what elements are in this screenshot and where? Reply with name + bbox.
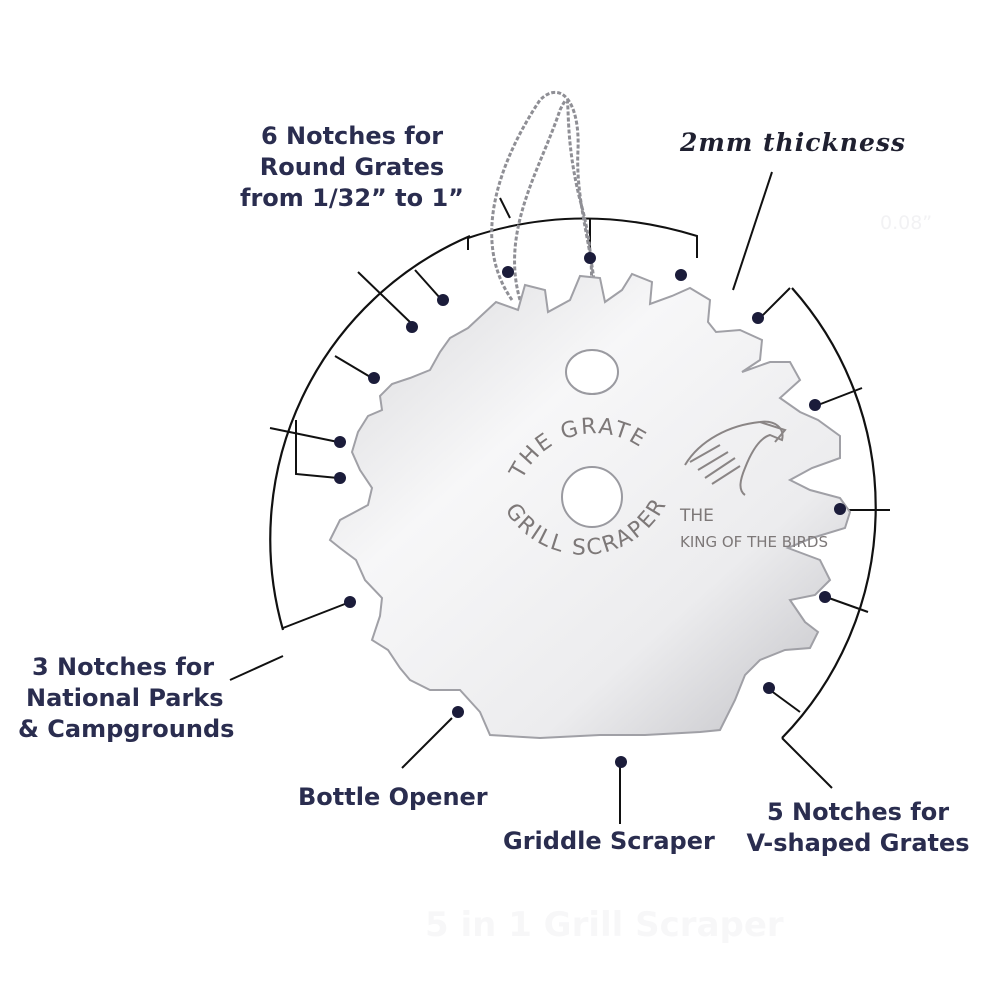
label-v-grates: 5 Notches for V-shaped Grates xyxy=(738,797,978,859)
eagle-head-icon xyxy=(684,420,787,496)
brand-line-1: THE xyxy=(679,506,714,526)
label-thickness: 2mm thickness xyxy=(680,128,907,157)
dot-round-1 xyxy=(437,294,449,306)
dot-round-6 xyxy=(675,269,687,281)
brand-line-2: KING OF THE BIRDS xyxy=(680,533,828,551)
dot-round-5 xyxy=(584,252,596,264)
label-national-parks-line2: National Parks xyxy=(26,684,224,712)
center-hole xyxy=(561,466,623,528)
label-round-grates: 6 Notches for Round Grates from 1/32” to… xyxy=(232,121,472,214)
hang-hole xyxy=(565,349,619,395)
label-v-grates-line2: V-shaped Grates xyxy=(746,829,970,857)
dot-round-2 xyxy=(406,321,418,333)
label-round-grates-line1: 6 Notches for xyxy=(260,122,444,150)
label-national-parks-line1: 3 Notches for xyxy=(32,653,215,681)
dot-v-4 xyxy=(819,591,831,603)
label-thickness-value: 0.08” xyxy=(880,212,933,234)
dot-v-1 xyxy=(752,312,764,324)
dot-round-4 xyxy=(502,266,514,278)
callout-dots xyxy=(334,252,846,768)
dot-griddle xyxy=(615,756,627,768)
dot-v-2 xyxy=(809,399,821,411)
bracket-round-grates xyxy=(467,217,698,258)
watermark-title: 5 in 1 Grill Scraper xyxy=(425,905,784,945)
dot-bottle xyxy=(452,706,464,718)
dot-round-3 xyxy=(368,372,380,384)
bracket-arc-right xyxy=(781,287,877,739)
dot-park-2 xyxy=(334,472,346,484)
dot-park-3 xyxy=(344,596,356,608)
label-national-parks-line3: & Campgrounds xyxy=(18,715,235,743)
dot-park-1 xyxy=(334,436,346,448)
label-national-parks: 3 Notches for National Parks & Campgroun… xyxy=(18,652,258,745)
dot-v-5 xyxy=(763,682,775,694)
label-v-grates-line1: 5 Notches for xyxy=(766,798,950,826)
leader-lines xyxy=(229,171,890,824)
label-round-grates-line3: from 1/32” to 1” xyxy=(240,184,464,212)
label-round-grates-line2: Round Grates xyxy=(259,153,445,181)
label-bottle-opener: Bottle Opener xyxy=(298,783,488,811)
bracket-arc-left xyxy=(269,234,471,631)
dot-v-3 xyxy=(834,503,846,515)
label-griddle-scraper: Griddle Scraper xyxy=(503,827,715,855)
